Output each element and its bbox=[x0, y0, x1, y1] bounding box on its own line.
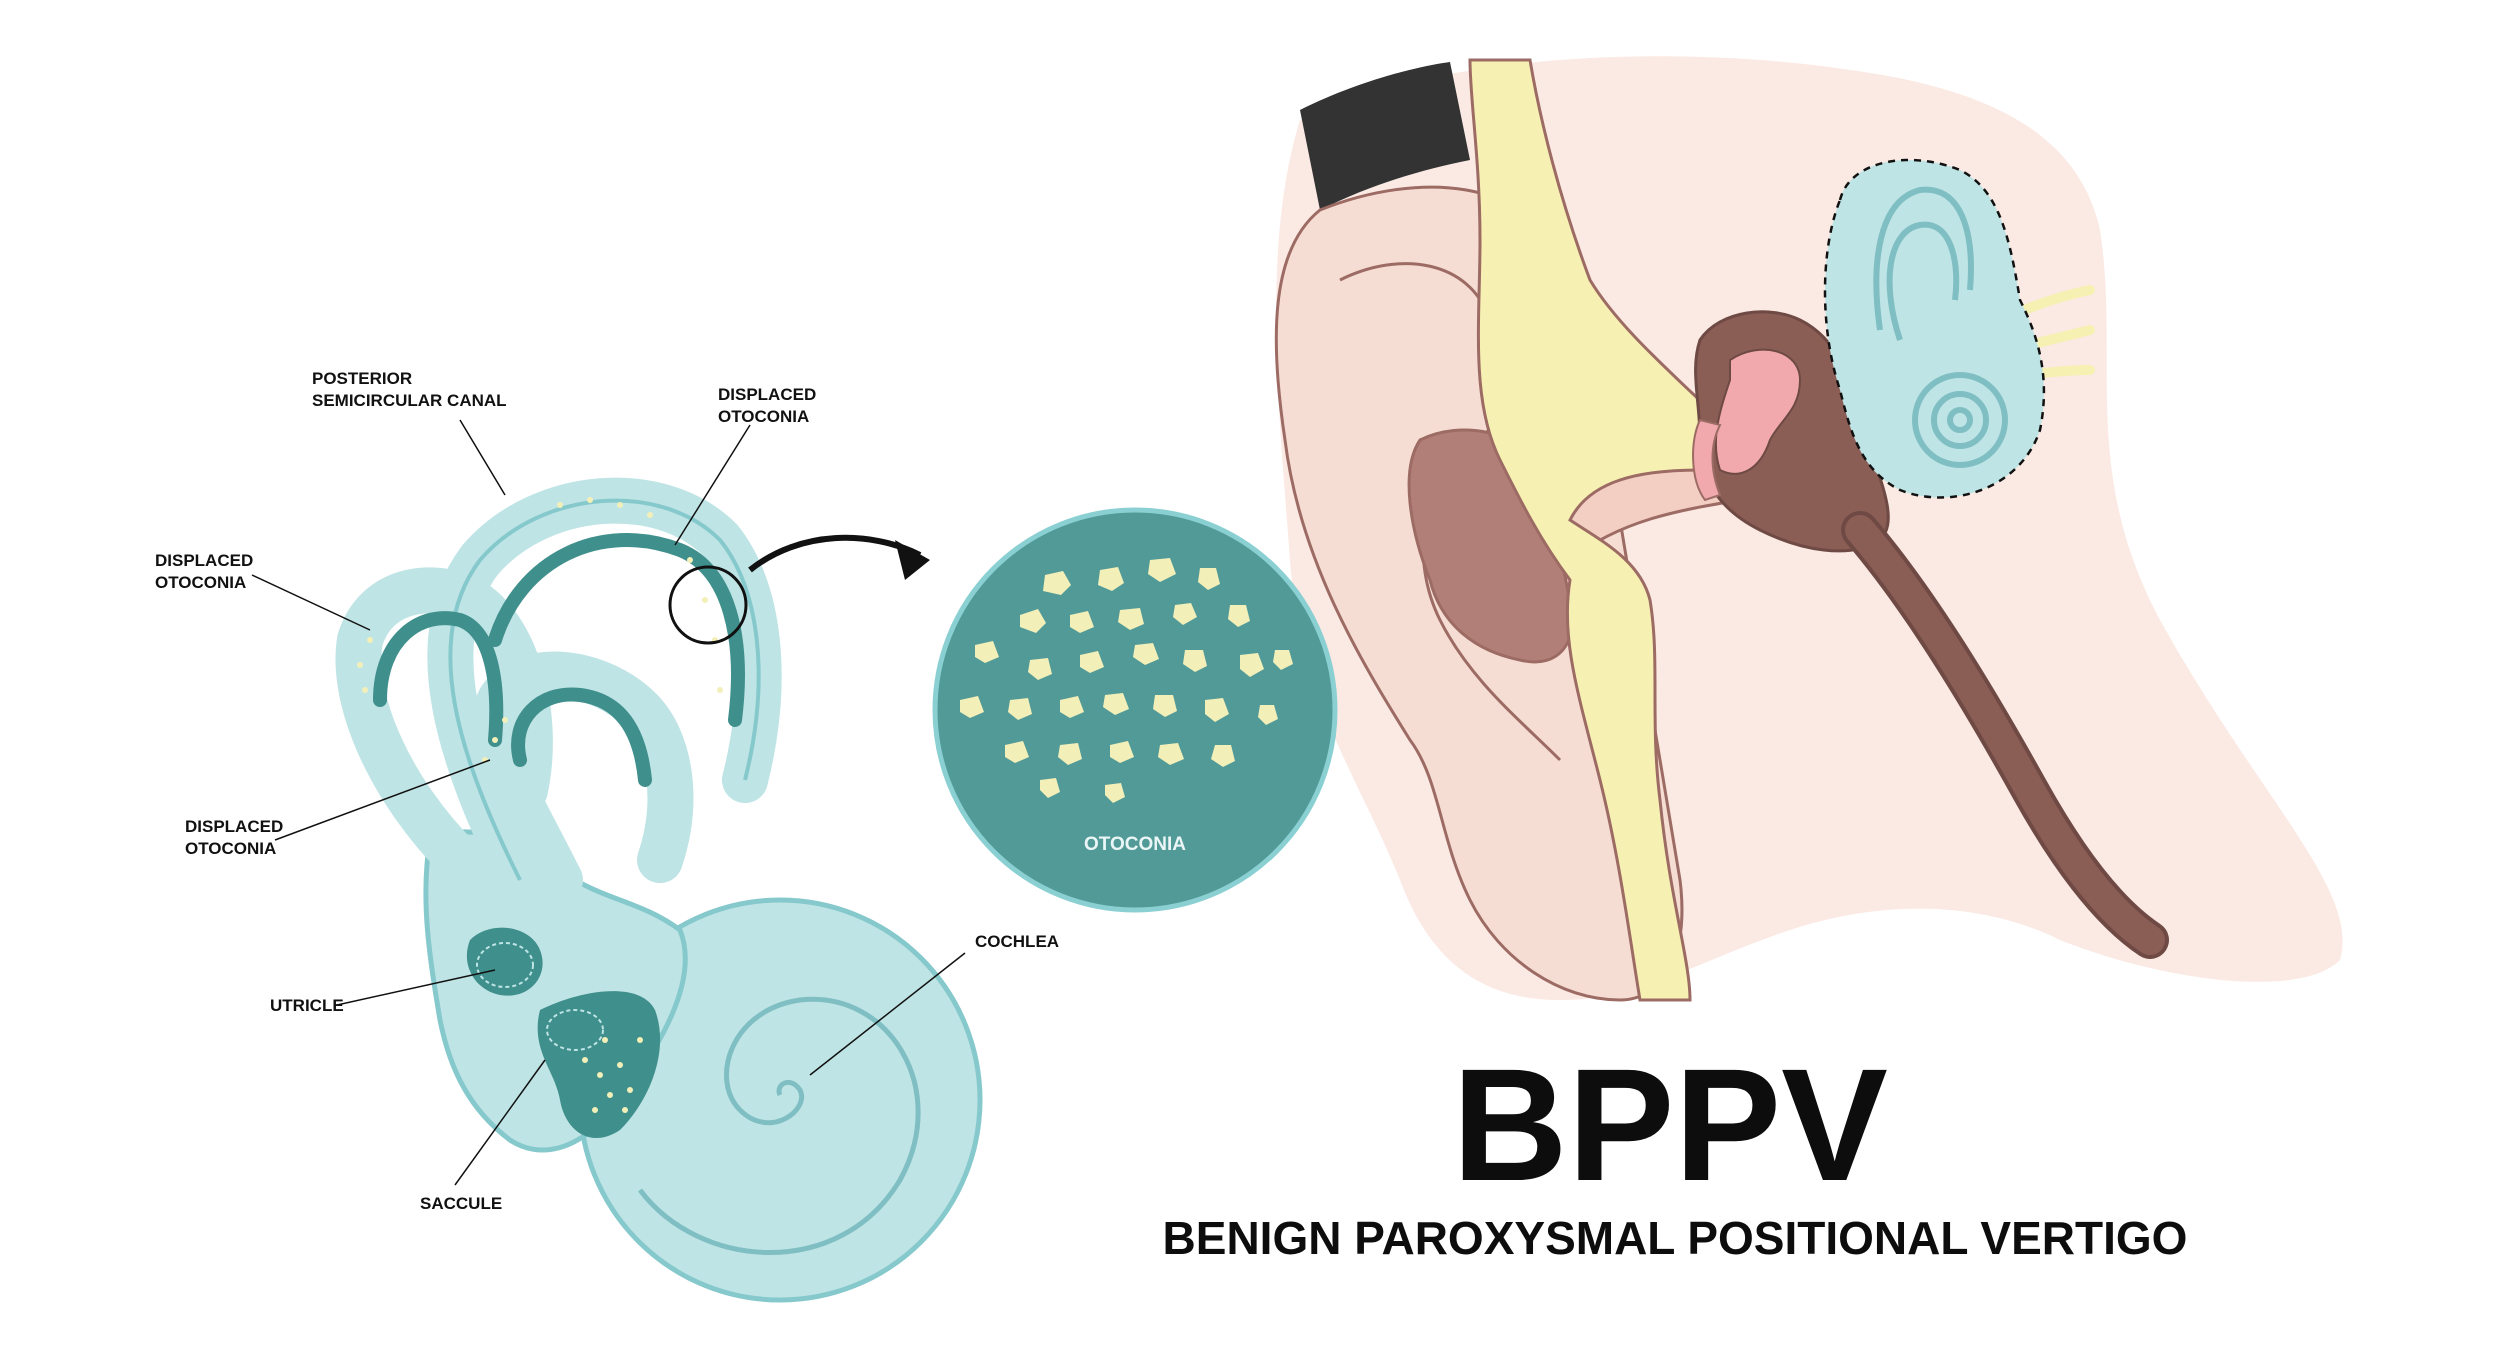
page-subtitle: BENIGN PAROXYSMAL POSITIONAL VERTIGO bbox=[1163, 1212, 2188, 1264]
label-displaced-left-1: DISPLACED bbox=[155, 551, 253, 570]
label-displaced-top-2: OTOCONIA bbox=[718, 407, 809, 426]
semicircular-canals-outline bbox=[448, 498, 761, 881]
otoconia-crystal-icon bbox=[960, 558, 1293, 803]
label-displaced-mid-1: DISPLACED bbox=[185, 817, 283, 836]
temporal-bone bbox=[1468, 58, 1722, 1002]
posterior-canal-lumen bbox=[488, 533, 745, 727]
anterior-canal-lumen bbox=[373, 611, 504, 747]
mini-labyrinth bbox=[1873, 186, 2008, 468]
arrow-icon bbox=[748, 534, 930, 580]
saccule-outline bbox=[546, 1009, 604, 1051]
canal-lumen bbox=[373, 533, 745, 787]
label-displaced-mid-2: OTOCONIA bbox=[185, 839, 276, 858]
saccule bbox=[537, 991, 661, 1139]
leader-lines bbox=[251, 419, 966, 1186]
utricle bbox=[466, 927, 543, 996]
label-utricle: UTRICLE bbox=[270, 996, 344, 1015]
hair bbox=[1300, 62, 1470, 210]
page-title: BPPV bbox=[1452, 1035, 1888, 1214]
otoconia-zoom-label: OTOCONIA bbox=[1084, 834, 1186, 855]
saccule-crystals bbox=[582, 1037, 643, 1113]
utricle-outline bbox=[476, 942, 534, 988]
displaced-otoconia-dots bbox=[357, 497, 723, 763]
eardrum bbox=[1692, 418, 1722, 502]
label-displaced-left-2: OTOCONIA bbox=[155, 573, 246, 592]
eustachian-tube-inner bbox=[1845, 515, 2165, 955]
cochlea-spiral bbox=[638, 996, 921, 1255]
label-saccule: SACCULE bbox=[420, 1194, 502, 1213]
lateral-canal-lumen bbox=[511, 687, 652, 787]
label-cochlea: COCHLEA bbox=[975, 932, 1059, 951]
ear-cross-section bbox=[1274, 56, 2343, 1002]
labyrinth bbox=[335, 477, 983, 1303]
label-posterior-canal-2: SEMICIRCULAR CANAL bbox=[312, 391, 507, 410]
labels: POSTERIOR SEMICIRCULAR CANAL DISPLACED O… bbox=[155, 369, 1059, 1213]
otoconia-zoom: OTOCONIA bbox=[932, 507, 1338, 913]
label-posterior-canal-1: POSTERIOR bbox=[312, 369, 412, 388]
magnifier-circle-icon bbox=[668, 565, 748, 645]
label-displaced-top-1: DISPLACED bbox=[718, 385, 816, 404]
